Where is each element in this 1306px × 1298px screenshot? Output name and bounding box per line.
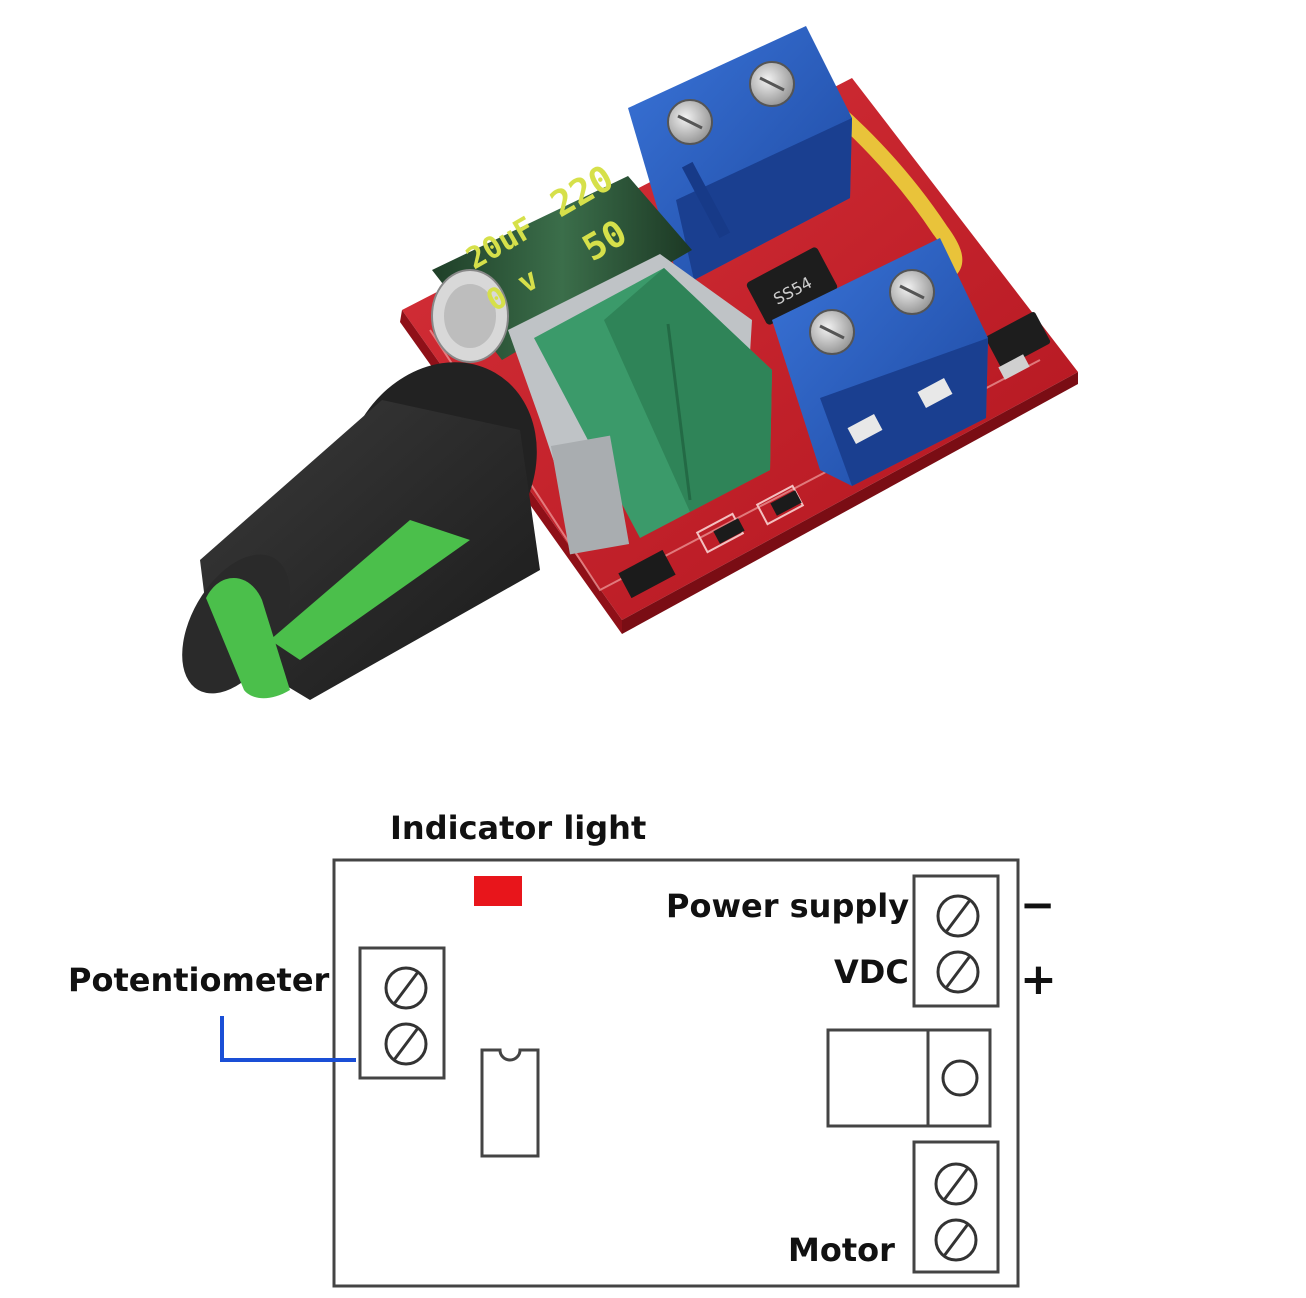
transistor-block	[826, 1028, 992, 1128]
knob	[182, 362, 540, 700]
potentiometer-connector	[358, 946, 446, 1080]
potentiometer-body	[508, 254, 772, 555]
wiring-diagram: Indicator light Power supply VDC − + Pot…	[0, 760, 1306, 1298]
transistor	[985, 312, 1051, 380]
screw-symbol	[384, 966, 428, 1010]
potentiometer-label: Potentiometer	[68, 961, 330, 999]
potentiometer-lead-line	[220, 1016, 356, 1062]
screw-symbol	[936, 894, 980, 938]
ic-chip	[480, 1048, 540, 1158]
screw-symbol	[934, 1162, 978, 1206]
product-photo: SS54 220 50 20uF 0 v	[182, 26, 1078, 700]
indicator-light	[474, 876, 522, 906]
board-outline	[332, 858, 1020, 1288]
vdc-label: VDC	[834, 953, 909, 991]
plus-sign: +	[1020, 954, 1057, 1005]
motor-label: Motor	[788, 1231, 895, 1269]
power-supply-connector	[912, 874, 1000, 1008]
screw-symbol	[936, 950, 980, 994]
motor-connector	[912, 1140, 1000, 1274]
indicator-light-label: Indicator light	[390, 809, 647, 847]
terminal-block-motor	[772, 238, 988, 486]
smd-resistors	[618, 490, 802, 599]
power-supply-label: Power supply	[666, 887, 910, 925]
screw-symbol	[934, 1218, 978, 1262]
minus-sign: −	[1020, 880, 1056, 929]
screw-symbol	[384, 1022, 428, 1066]
terminal-block-power	[628, 26, 852, 280]
